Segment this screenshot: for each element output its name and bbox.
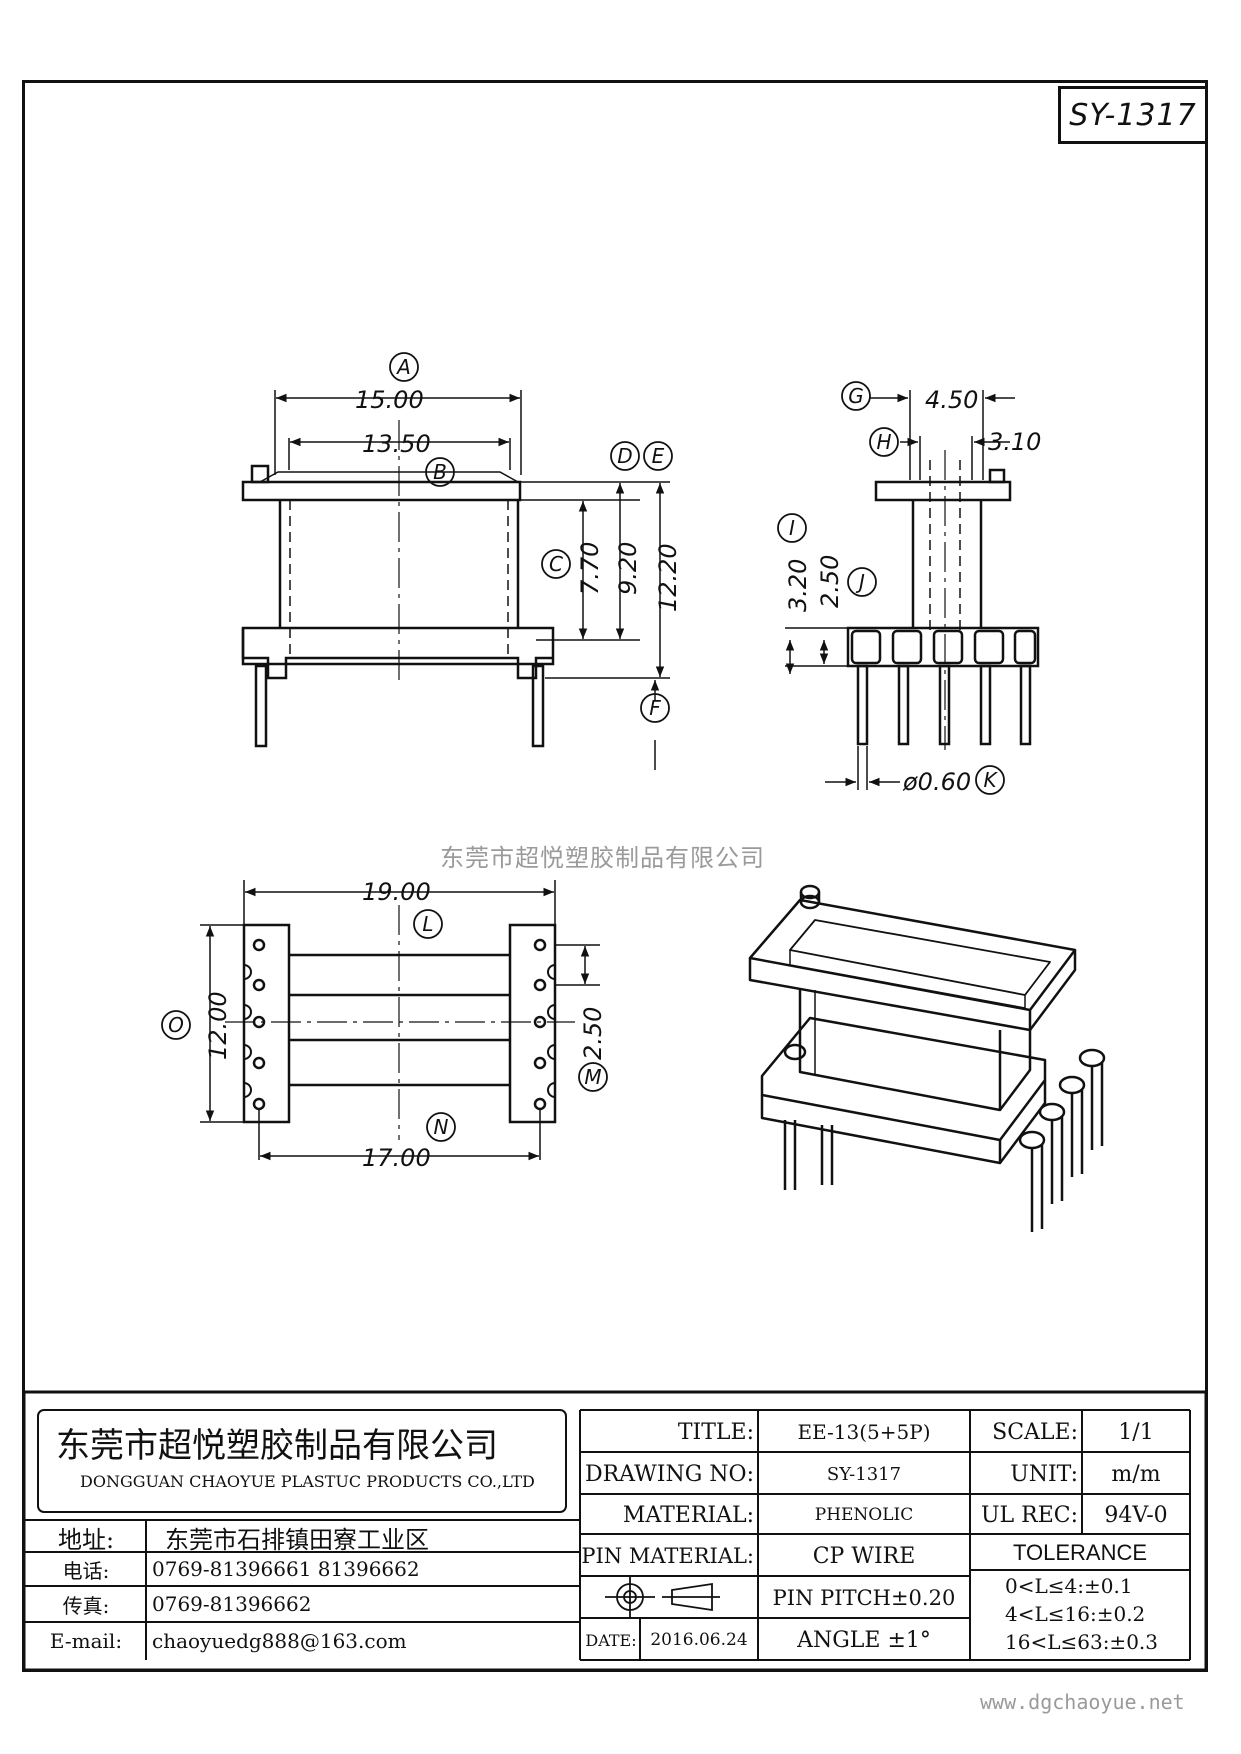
pin-material-label: PIN MATERIAL: [581, 1544, 754, 1568]
dim-b-value: 13.50 [362, 430, 431, 458]
label-k: K [983, 768, 998, 792]
fax-value: 0769-81396662 [152, 1592, 312, 1616]
fax-label: 传真: [62, 1593, 110, 1618]
label-d: D [617, 444, 632, 468]
side-view [846, 450, 1040, 750]
material-label: MATERIAL: [622, 1502, 754, 1528]
projection-symbol-icon [605, 1577, 720, 1617]
phone-value: 0769-81396661 81396662 [152, 1557, 420, 1581]
label-l: L [422, 912, 433, 936]
dim-g-value: 4.50 [925, 386, 978, 414]
website-url: www.dgchaoyue.net [980, 1690, 1185, 1714]
drawing-no-label: DRAWING NO: [584, 1461, 754, 1487]
dim-m-value: 2.50 [579, 1007, 607, 1060]
phone-label: 电话: [62, 1558, 110, 1583]
label-c: C [549, 552, 563, 576]
ul-rec-label: UL REC: [980, 1502, 1078, 1528]
label-e: E [652, 444, 665, 468]
tolerance-range-2: 4<L≤16:±0.2 [1005, 1602, 1146, 1626]
material-value: PHENOLIC [814, 1505, 914, 1525]
pin-material-value: CP WIRE [812, 1543, 916, 1569]
drawing-no-value: SY-1317 [826, 1463, 902, 1485]
side-dimensions [785, 390, 1015, 790]
email-label: E-mail: [49, 1629, 123, 1653]
dim-k-value: ø0.60 [902, 768, 971, 796]
label-g: G [848, 384, 864, 408]
company-name-cn: 东莞市超悦塑胶制品有限公司 [56, 1425, 498, 1466]
title-value: EE-13(5+5P) [797, 1420, 931, 1444]
title-block-grid [22, 1390, 1208, 1672]
bottom-dimensions [200, 880, 600, 1161]
bottom-view [225, 905, 575, 1140]
dim-e-value: 12.20 [654, 543, 682, 612]
label-b: B [433, 460, 447, 484]
email-value: chaoyuedg888@163.com [152, 1629, 407, 1653]
label-m: M [584, 1065, 601, 1089]
dim-a-value: 15.00 [355, 386, 424, 414]
label-i: I [789, 516, 795, 540]
address-value: 东莞市石排镇田寮工业区 [165, 1525, 429, 1554]
tolerance-range-1: 0<L≤4:±0.1 [1005, 1574, 1133, 1598]
date-value: 2016.06.24 [650, 1630, 748, 1650]
unit-value: m/m [1111, 1461, 1161, 1487]
tolerance-range-3: 16<L≤63:±0.3 [1005, 1630, 1158, 1654]
part-number-box: SY-1317 [1058, 86, 1208, 144]
scale-value: 1/1 [1118, 1419, 1154, 1445]
watermark-company: 东莞市超悦塑胶制品有限公司 [440, 844, 765, 872]
isometric-view [748, 884, 1106, 1232]
label-h: H [876, 430, 891, 454]
dim-h-value: 3.10 [988, 428, 1041, 456]
dim-n-value: 17.00 [362, 1144, 431, 1172]
ul-rec-value: 94V-0 [1104, 1502, 1168, 1528]
label-a: A [395, 355, 411, 379]
date-label: DATE: [585, 1630, 637, 1650]
tolerance-heading: TOLERANCE [1012, 1540, 1148, 1565]
label-n: N [434, 1115, 449, 1139]
company-name-en: DONGGUAN CHAOYUE PLASTUC PRODUCTS CO.,LT… [80, 1471, 535, 1491]
dim-j-value: 2.50 [816, 555, 844, 608]
label-j: J [855, 570, 865, 594]
label-o: O [168, 1013, 184, 1037]
label-f: F [649, 696, 661, 720]
title-label: TITLE: [677, 1419, 754, 1445]
dim-o-value: 12.00 [204, 991, 232, 1060]
dim-c-value: 7.70 [576, 542, 604, 595]
angle-tolerance: ANGLE ±1° [797, 1627, 931, 1653]
dim-i-value: 3.20 [784, 559, 812, 612]
unit-label: UNIT: [1010, 1461, 1078, 1487]
address-label: 地址: [57, 1525, 115, 1554]
dim-l-value: 19.00 [362, 878, 431, 906]
scale-label: SCALE: [992, 1419, 1078, 1445]
dim-d-value: 9.20 [614, 542, 642, 595]
front-dimensions [274, 390, 670, 770]
pin-pitch-tolerance: PIN PITCH±0.20 [772, 1586, 956, 1610]
